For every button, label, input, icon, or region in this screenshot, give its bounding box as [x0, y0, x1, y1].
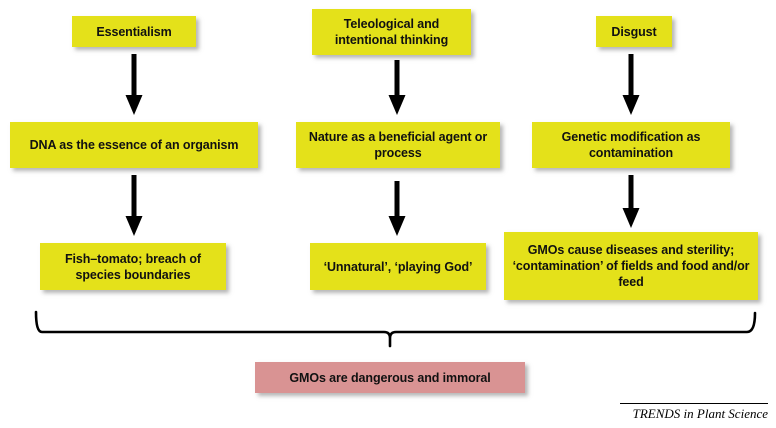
node-belief-dna-essence: DNA as the essence of an organism	[10, 122, 258, 168]
journal-footer: TRENDS in Plant Science	[620, 403, 768, 422]
footer-divider	[620, 403, 768, 404]
arrow-essentialism-to-dna	[125, 54, 143, 116]
node-consequence-gmos-cause-diseases: GMOs cause diseases and sterility; ‘cont…	[504, 232, 758, 300]
node-belief-gm-contamination: Genetic modification as contamination	[532, 122, 730, 168]
node-cause-essentialism: Essentialism	[72, 16, 196, 47]
node-consequence-unnatural: ‘Unnatural’, ‘playing God’	[310, 243, 486, 290]
converging-brace	[28, 306, 764, 352]
node-conclusion-gmos-dangerous-immoral: GMOs are dangerous and immoral	[255, 362, 525, 393]
node-belief-nature-beneficial: Nature as a beneficial agent or process	[296, 122, 500, 168]
arrow-nature-to-unnatural	[388, 181, 406, 237]
arrow-disgust-to-genetic-modification	[622, 54, 640, 116]
arrow-dna-to-fish-tomato	[125, 175, 143, 237]
footer-journal-text: TRENDS in Plant Science	[632, 406, 768, 421]
arrow-genetic-modification-to-gmos-cause	[622, 175, 640, 229]
node-cause-teleology: Teleological and intentional thinking	[312, 9, 471, 55]
node-cause-disgust: Disgust	[596, 16, 672, 47]
arrow-teleology-to-nature	[388, 60, 406, 116]
node-consequence-fish-tomato: Fish–tomato; breach of species boundarie…	[40, 243, 226, 290]
